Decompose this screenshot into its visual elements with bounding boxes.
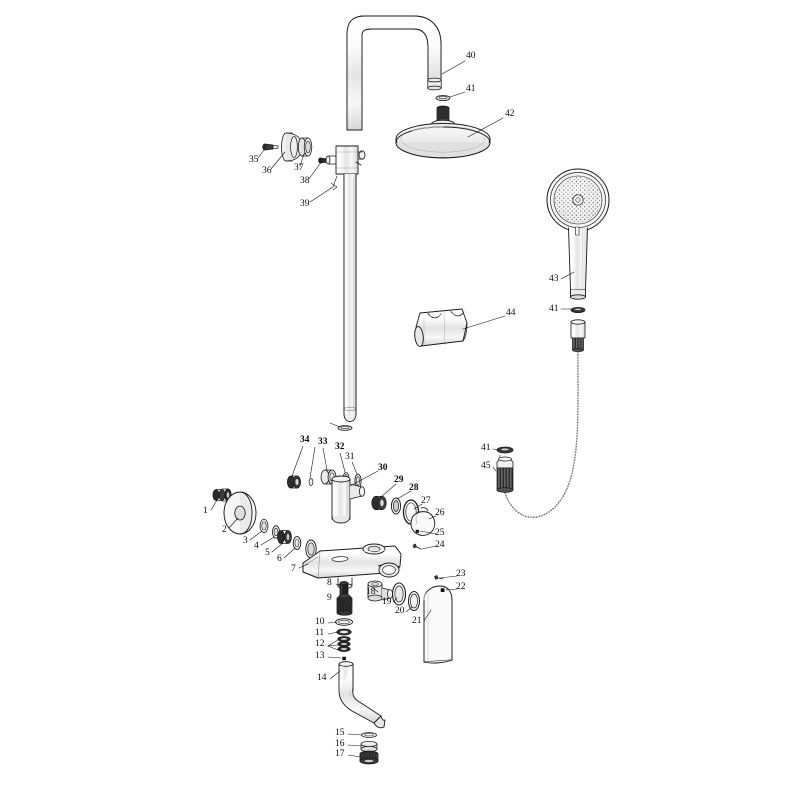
shower-hose-45: [499, 351, 579, 519]
callout-37: 37: [294, 163, 304, 173]
screw-pin-25: [415, 529, 419, 533]
shower-arm-40: [346, 15, 442, 131]
callout-8: 8: [327, 578, 332, 588]
callout-31: 31: [345, 452, 355, 462]
callout-41-hose: 41: [481, 443, 491, 453]
callout-18: 18: [366, 587, 376, 597]
callout-20: 20: [395, 606, 405, 616]
callout-39: 39: [300, 199, 310, 209]
callout-41-arm: 41: [466, 84, 476, 94]
handle-screw-23: [434, 575, 444, 580]
diverter-ring-20: [408, 591, 420, 611]
temp-stop-29: [371, 495, 387, 510]
callout-13: 13: [315, 651, 325, 661]
callout-21: 21: [412, 616, 422, 626]
callout-45: 45: [481, 461, 491, 471]
callout-7: 7: [291, 564, 296, 574]
riser-clamp-39: [325, 145, 366, 175]
hand-shower-holder-44: [414, 308, 468, 347]
handle-pin-22: [440, 588, 445, 593]
escutcheon-2: [223, 491, 257, 535]
callout-5: 5: [265, 548, 270, 558]
index-ring-28: [390, 497, 402, 515]
grub-screw-13: [342, 656, 346, 661]
bracket-cover-36: [281, 132, 303, 162]
riser-pipe: [343, 173, 357, 422]
bracket-body-37: [297, 137, 313, 157]
callout-29: 29: [394, 475, 404, 485]
mixer-body-7: [302, 543, 402, 589]
callout-15: 15: [335, 728, 345, 738]
callout-44: 44: [506, 308, 516, 318]
spring-washers-12: [337, 636, 351, 652]
bath-spout-14: [338, 661, 386, 729]
callout-34: 34: [300, 435, 310, 445]
seal-ring-10: [335, 618, 353, 626]
callout-43: 43: [549, 274, 559, 284]
aerator-1: [212, 488, 232, 502]
callout-1: 1: [203, 506, 208, 516]
spout-insert-16: [360, 741, 378, 753]
leader-lines: [210, 60, 575, 758]
lever-handle-21: [423, 585, 453, 664]
callout-2: 2: [222, 525, 227, 535]
callout-38: 38: [300, 176, 310, 186]
callout-30: 30: [378, 463, 388, 473]
callout-14: 14: [317, 673, 327, 683]
callout-41-hand: 41: [549, 304, 559, 314]
callout-16: 16: [335, 739, 345, 749]
seal-33b: [308, 478, 314, 486]
callout-11: 11: [315, 628, 325, 638]
washer-3b: [259, 519, 269, 534]
cartridge-stem-8: [339, 581, 349, 596]
hose-lower-end: [496, 446, 514, 493]
nut-5: [277, 530, 292, 544]
callout-24: 24: [435, 540, 445, 550]
thermostatic-knob-26: [410, 507, 436, 536]
diverter-collar-19: [391, 582, 407, 606]
callout-26: 26: [435, 508, 445, 518]
callout-9: 9: [327, 593, 332, 603]
wall-bracket-assembly: [262, 132, 329, 164]
callout-19: 19: [382, 597, 392, 607]
set-screw-24: [412, 543, 422, 550]
callout-10: 10: [315, 617, 325, 627]
callout-35: 35: [249, 155, 259, 165]
hose-upper-connector: [570, 319, 586, 353]
callout-17: 17: [335, 749, 345, 759]
callout-27: 27: [421, 496, 431, 506]
rain-shower-head-42: [395, 105, 491, 159]
valve-group-34: [286, 475, 301, 489]
hand-shower-43: [546, 168, 610, 313]
callout-23: 23: [456, 569, 466, 579]
thermostatic-body-30: [331, 475, 365, 524]
callout-40: 40: [466, 51, 476, 61]
cartridge-nut-9: [336, 593, 353, 616]
washer-3: [337, 425, 353, 431]
washer-stack-11: [336, 628, 352, 636]
screw-35: [262, 143, 279, 151]
callout-36: 36: [262, 166, 272, 176]
callout-3: 3: [243, 536, 248, 546]
callout-25: 25: [435, 528, 445, 538]
spout-gasket-15: [361, 732, 377, 738]
washer-41-arm: [435, 95, 451, 102]
callout-32: 32: [335, 442, 345, 452]
callout-22: 22: [456, 582, 466, 592]
diverter-cartridge-18: [367, 580, 393, 602]
callout-12: 12: [315, 639, 325, 649]
callout-4: 4: [254, 541, 259, 551]
callout-28: 28: [409, 483, 419, 493]
callout-33: 33: [318, 437, 328, 447]
callout-6: 6: [277, 554, 282, 564]
callout-42: 42: [505, 109, 515, 119]
spout-nut-17: [359, 750, 379, 765]
o-ring-6: [292, 536, 302, 550]
